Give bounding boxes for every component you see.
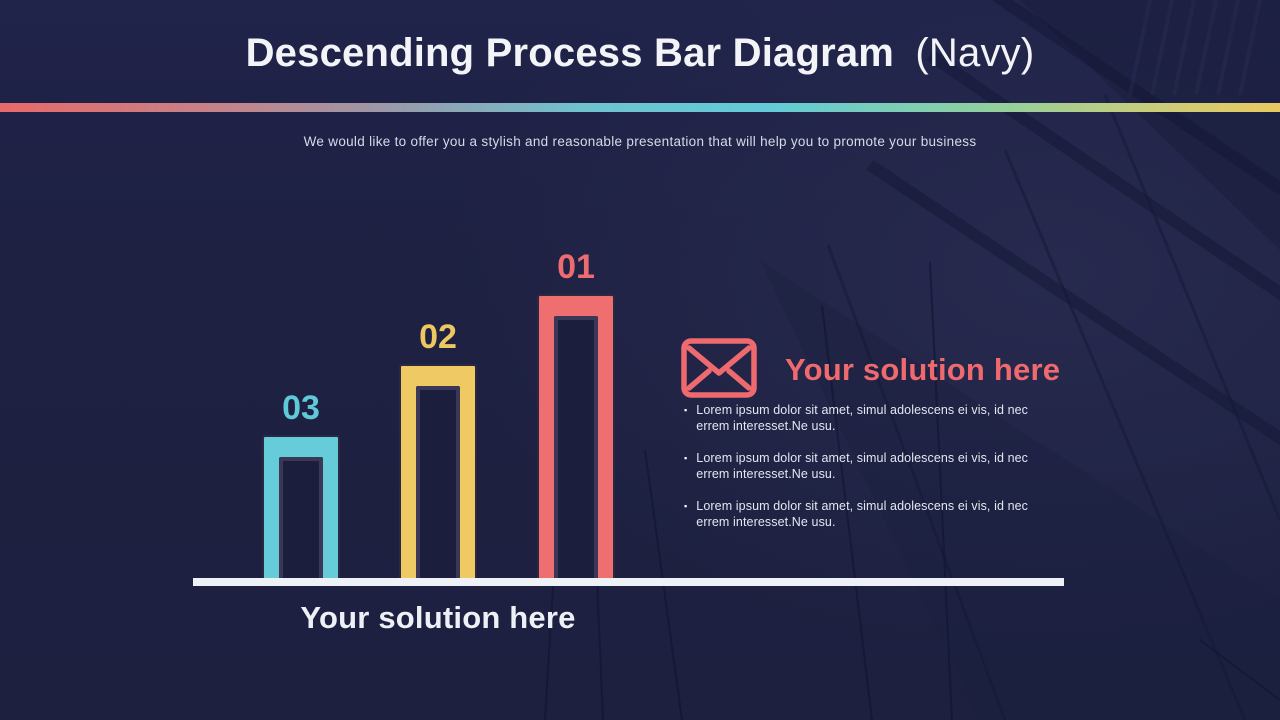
bar-step-02: 02 xyxy=(399,318,477,578)
bullet-item: ▪ Lorem ipsum dolor sit amet, simul adol… xyxy=(684,450,1040,482)
bar-step-01-number: 01 xyxy=(557,248,595,286)
bullet-text: Lorem ipsum dolor sit amet, simul adoles… xyxy=(696,499,1029,529)
bar-step-03-number: 03 xyxy=(282,389,320,427)
envelope-icon xyxy=(681,338,757,398)
bar-step-01-shape xyxy=(537,294,615,578)
bar-step-03-shape xyxy=(262,435,340,578)
bar-step-02-hollow xyxy=(416,386,460,578)
bullet-marker-icon: ▪ xyxy=(684,453,688,463)
baseline-bar xyxy=(193,578,1064,586)
solution-heading: Your solution here xyxy=(785,352,1061,387)
bullet-marker-icon: ▪ xyxy=(684,405,688,415)
bullet-item: ▪ Lorem ipsum dolor sit amet, simul adol… xyxy=(684,402,1040,434)
bar-step-03: 03 xyxy=(262,389,340,578)
page-title-suffix: (Navy) xyxy=(915,31,1035,75)
baseline-caption: Your solution here xyxy=(300,600,576,635)
bar-step-02-shape xyxy=(399,364,477,578)
bar-step-01-hollow xyxy=(554,316,598,578)
bullet-text: Lorem ipsum dolor sit amet, simul adoles… xyxy=(696,403,1029,433)
bullet-marker-icon: ▪ xyxy=(684,501,688,511)
page-title-main: Descending Process Bar Diagram xyxy=(245,31,895,75)
bar-step-02-number: 02 xyxy=(419,318,457,356)
bar-step-03-hollow xyxy=(279,457,323,578)
page-title: Descending Process Bar Diagram (Navy) xyxy=(0,28,1280,78)
bar-step-01: 01 xyxy=(537,248,615,578)
subtitle-text: We would like to offer you a stylish and… xyxy=(303,134,977,149)
bullet-text: Lorem ipsum dolor sit amet, simul adoles… xyxy=(696,451,1029,481)
bullet-item: ▪ Lorem ipsum dolor sit amet, simul adol… xyxy=(684,498,1040,530)
bullet-list: ▪ Lorem ipsum dolor sit amet, simul adol… xyxy=(684,402,1040,546)
gradient-divider xyxy=(0,103,1280,112)
